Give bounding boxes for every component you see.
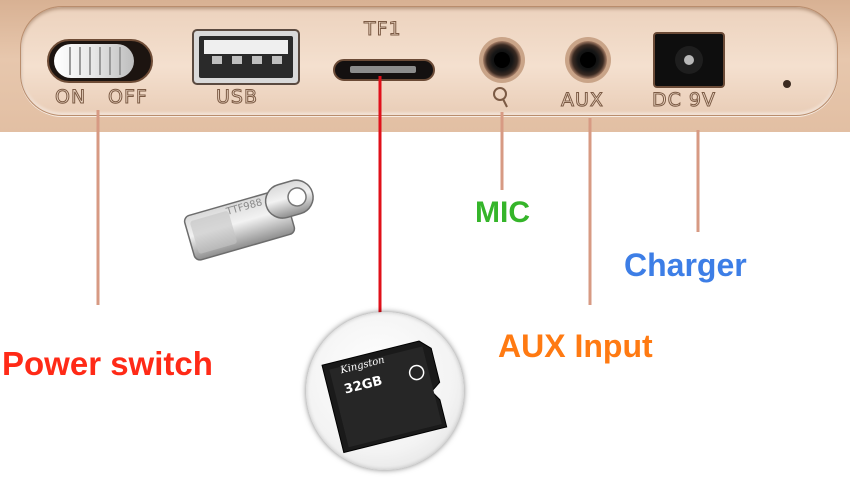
switch-off-label: OFF <box>108 86 148 109</box>
tf-slot-label: TF1 <box>364 18 402 41</box>
usb-label: USB <box>215 86 259 109</box>
microphone-icon <box>493 87 508 108</box>
aux-label: AUX <box>561 89 604 112</box>
usb-flash-drive-photo <box>183 179 314 261</box>
aux-input-callout: AUX Input <box>498 328 653 364</box>
tf-card-slot[interactable] <box>333 59 435 81</box>
power-switch[interactable] <box>47 39 153 83</box>
power-switch-callout: Power switch <box>2 345 213 382</box>
charger-callout: Charger <box>624 247 747 283</box>
leader-lines <box>96 76 700 345</box>
aux-jack[interactable] <box>565 37 611 83</box>
reset-pinhole <box>783 80 791 88</box>
mic-jack[interactable] <box>479 37 525 83</box>
mic-callout: MIC <box>475 196 530 229</box>
switch-on-label: ON <box>54 86 87 109</box>
usb-port[interactable] <box>192 29 300 85</box>
dc-label: DC 9V <box>651 89 717 112</box>
dc-power-jack[interactable] <box>653 32 725 88</box>
